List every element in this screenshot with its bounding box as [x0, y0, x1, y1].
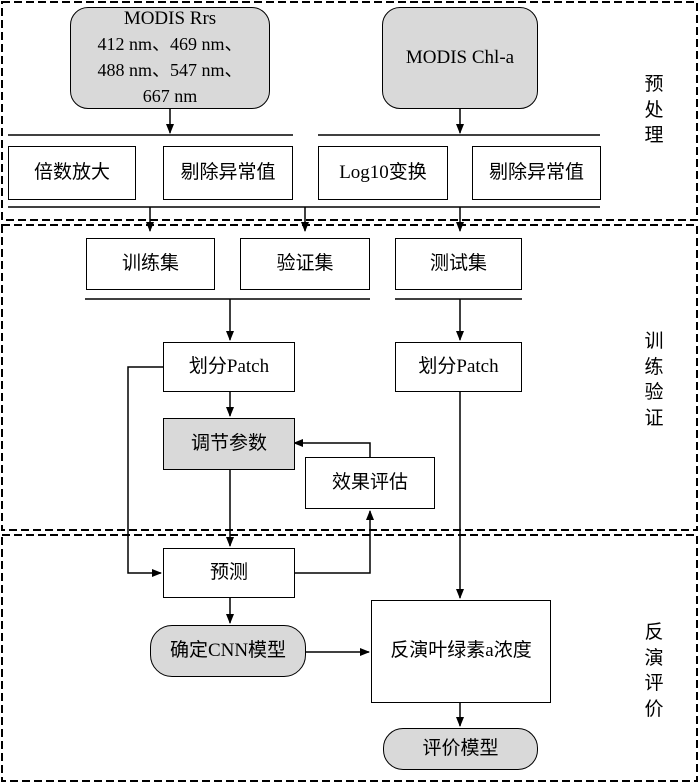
- stage-train-validate-char-1: 训: [644, 331, 664, 352]
- modis-rrs-title: MODIS Rrs: [123, 7, 217, 29]
- stage-label-invert-evaluate: 反 演 评 价: [642, 620, 666, 723]
- scale-up-label: 倍数放大: [33, 161, 110, 183]
- evaluate-model-label: 评价模型: [422, 737, 499, 759]
- split-patch-right-label: 划分Patch: [418, 355, 499, 377]
- determine-cnn-model-box: 确定CNN模型: [150, 625, 306, 677]
- split-patch-left-box: 划分Patch: [163, 342, 295, 392]
- log10-transform-box: Log10变换: [318, 146, 448, 200]
- scale-up-box: 倍数放大: [8, 146, 136, 200]
- determine-cnn-model-label: 确定CNN模型: [169, 639, 287, 661]
- effect-evaluation-box: 效果评估: [305, 457, 435, 509]
- stage-train-validate-char-3: 验: [644, 382, 664, 404]
- stage-train-validate-char-4: 证: [644, 407, 664, 429]
- connector-lines: [8, 108, 600, 727]
- modis-rrs-band-line-1: 412 nm、469 nm、: [97, 34, 243, 55]
- stage-invert-evaluate-char-1: 反: [644, 622, 664, 643]
- remove-outliers-right-label: 剔除异常值: [488, 161, 584, 183]
- remove-outliers-left-box: 剔除异常值: [163, 146, 293, 200]
- stage-invert-evaluate-char-3: 评: [644, 673, 664, 695]
- stage-preprocess-char-3: 理: [644, 125, 664, 147]
- log10-transform-label: Log10变换: [339, 161, 427, 183]
- remove-outliers-left-label: 剔除异常值: [180, 161, 276, 183]
- invert-evaluate-section-frame: [1, 534, 698, 782]
- stage-label-preprocess: 预 处 理: [642, 72, 666, 149]
- evaluate-model-box: 评价模型: [383, 728, 538, 770]
- stage-label-train-validate: 训 练 验 证: [642, 329, 666, 432]
- predict-box: 预测: [163, 548, 295, 598]
- invert-chlorophyll-box: 反演叶绿素a浓度: [371, 600, 551, 703]
- stage-train-validate-char-2: 练: [644, 356, 664, 378]
- stage-invert-evaluate-char-4: 价: [644, 698, 664, 720]
- validation-set-label: 验证集: [276, 252, 334, 274]
- effect-evaluation-label: 效果评估: [331, 471, 408, 493]
- modis-rrs-band-line-2: 488 nm、547 nm、: [97, 60, 243, 81]
- tune-parameters-label: 调节参数: [190, 432, 267, 454]
- test-set-label: 测试集: [429, 252, 487, 274]
- modis-rrs-box: MODIS Rrs 412 nm、469 nm、 488 nm、547 nm、 …: [70, 7, 270, 109]
- stage-preprocess-char-1: 预: [644, 74, 664, 95]
- validation-set-box: 验证集: [240, 238, 370, 290]
- split-patch-right-box: 划分Patch: [395, 342, 522, 392]
- split-patch-left-label: 划分Patch: [188, 355, 270, 377]
- training-set-label: 训练集: [121, 252, 179, 274]
- tune-parameters-box: 调节参数: [163, 418, 295, 470]
- invert-chlorophyll-label: 反演叶绿素a浓度: [390, 640, 532, 662]
- modis-chl-box: MODIS Chl-a: [382, 7, 538, 109]
- predict-label: 预测: [209, 561, 248, 583]
- training-set-box: 训练集: [86, 238, 215, 290]
- test-set-box: 测试集: [395, 238, 522, 290]
- preprocess-section-frame: [1, 1, 698, 221]
- remove-outliers-right-box: 剔除异常值: [472, 146, 601, 200]
- train-validate-section-frame: [1, 224, 698, 531]
- stage-preprocess-char-2: 处: [644, 99, 664, 121]
- modis-rrs-band-line-3: 667 nm: [142, 86, 198, 107]
- modis-chl-label: MODIS Chl-a: [405, 46, 515, 68]
- stage-invert-evaluate-char-2: 演: [644, 647, 664, 669]
